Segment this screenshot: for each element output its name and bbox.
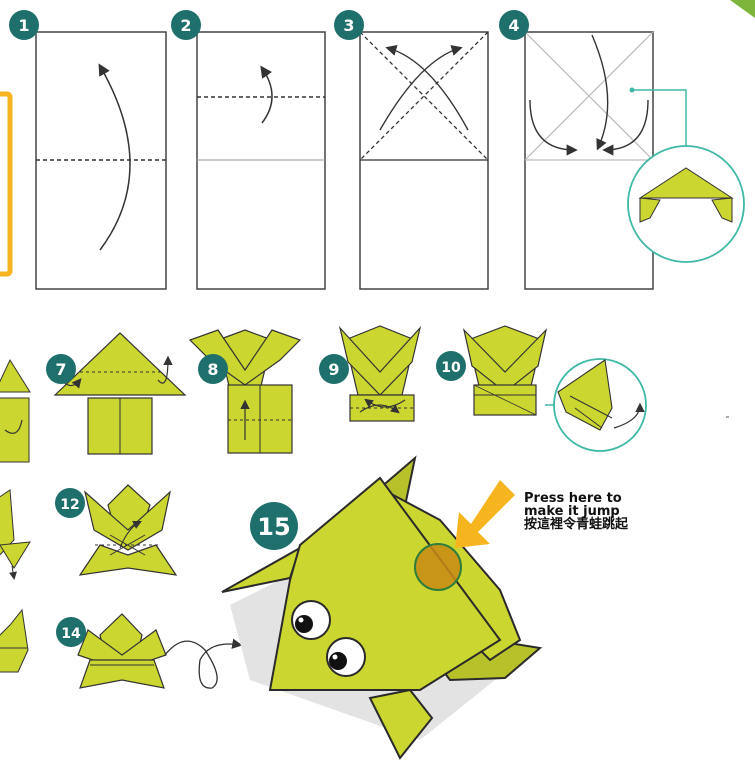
step-15-frog: 15 <box>222 458 540 758</box>
step-badge: 8 <box>207 360 218 379</box>
step-10: 10 <box>436 326 646 451</box>
step-badge: 15 <box>257 513 290 541</box>
partial-step-13 <box>0 610 28 672</box>
step-2: 2 <box>171 10 325 289</box>
step-1: 1 <box>9 10 166 289</box>
step-9: 9 <box>319 326 420 421</box>
leaf-decoration <box>730 0 755 18</box>
step-14: 14 <box>56 614 240 688</box>
step-badge: 3 <box>343 16 354 35</box>
step-4: 4 <box>499 10 744 289</box>
step-badge: 14 <box>61 626 81 642</box>
step-badge: 7 <box>55 360 66 379</box>
step-badge: 9 <box>328 360 339 379</box>
step-7: 7 <box>46 333 185 454</box>
press-spot <box>415 544 461 590</box>
partial-step-11 <box>0 490 30 578</box>
caption-line-3: 按這裡令青蛙跳起 <box>524 518 724 531</box>
step-badge: 1 <box>18 16 29 35</box>
step-8: 8 <box>190 330 300 453</box>
step-badge: 10 <box>441 360 461 376</box>
step-badge: 12 <box>60 497 79 513</box>
press-instruction-caption: Press here to make it jump 按這裡令青蛙跳起 <box>524 492 724 531</box>
partial-step-6 <box>0 360 30 462</box>
step-badge: 2 <box>180 16 191 35</box>
step-3: 3 <box>334 10 488 289</box>
step-badge: 4 <box>508 16 519 35</box>
press-arrow-icon <box>455 480 515 548</box>
partial-step-frame <box>0 94 10 274</box>
step-12: 12 <box>55 485 176 575</box>
